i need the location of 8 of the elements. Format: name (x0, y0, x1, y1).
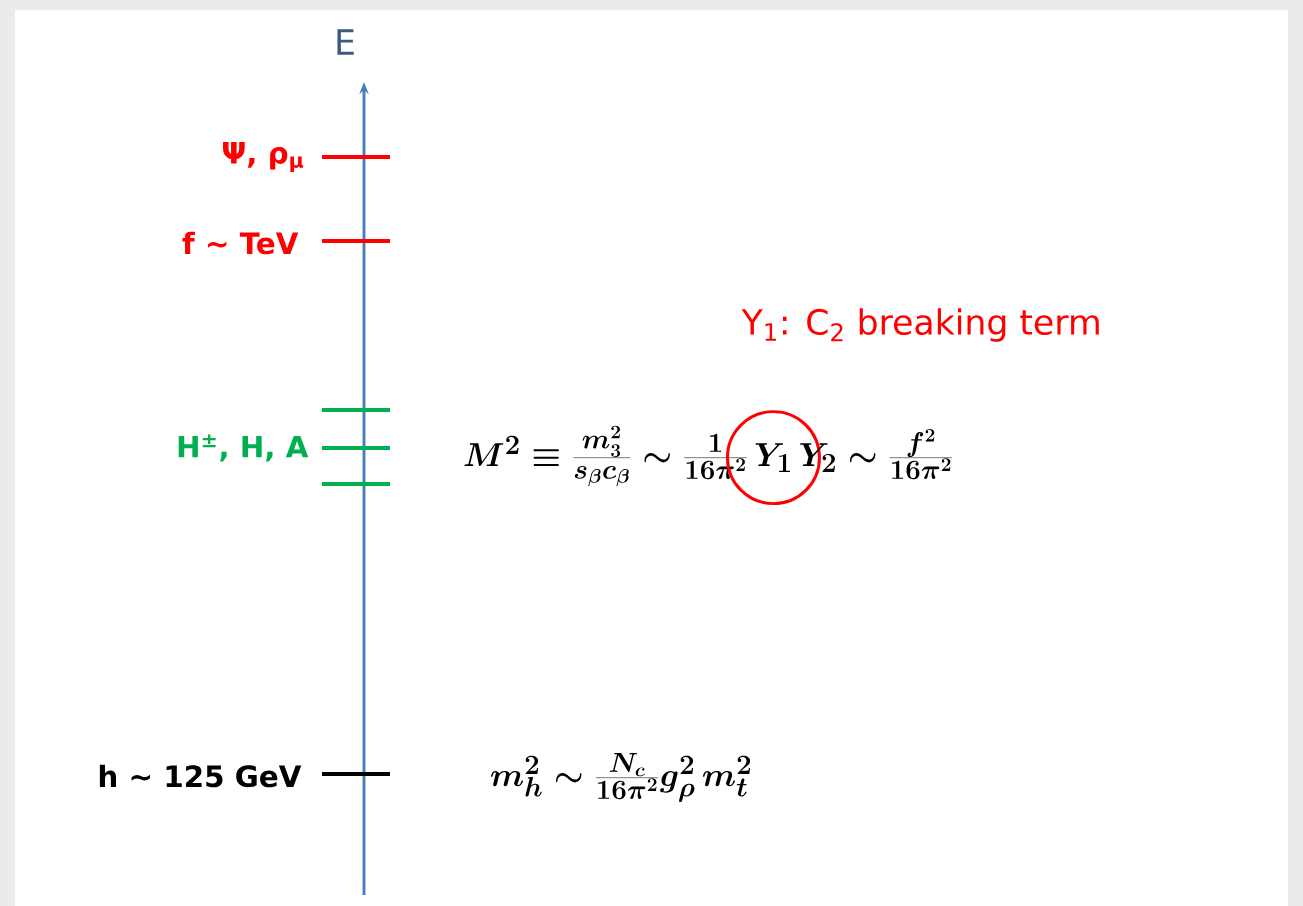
formula: $m_h^2 \sim \frac{N_c}{16\pi^2} g_\rho^2\, m_t^2$ (491, 752, 751, 803)
formula: $Y_1$ (755, 443, 790, 472)
level-label: H$^{±}$, H, A (178, 434, 309, 462)
level-label: Ψ, ρ$_{μ}$ (223, 142, 304, 172)
axis-label: E (337, 29, 354, 55)
annotation: Y$_{1}$: C$_{2}$ breaking term (741, 308, 1099, 342)
level-label: h ~ 125 GeV (99, 764, 302, 788)
level-label: f ~ TeV (182, 231, 299, 255)
